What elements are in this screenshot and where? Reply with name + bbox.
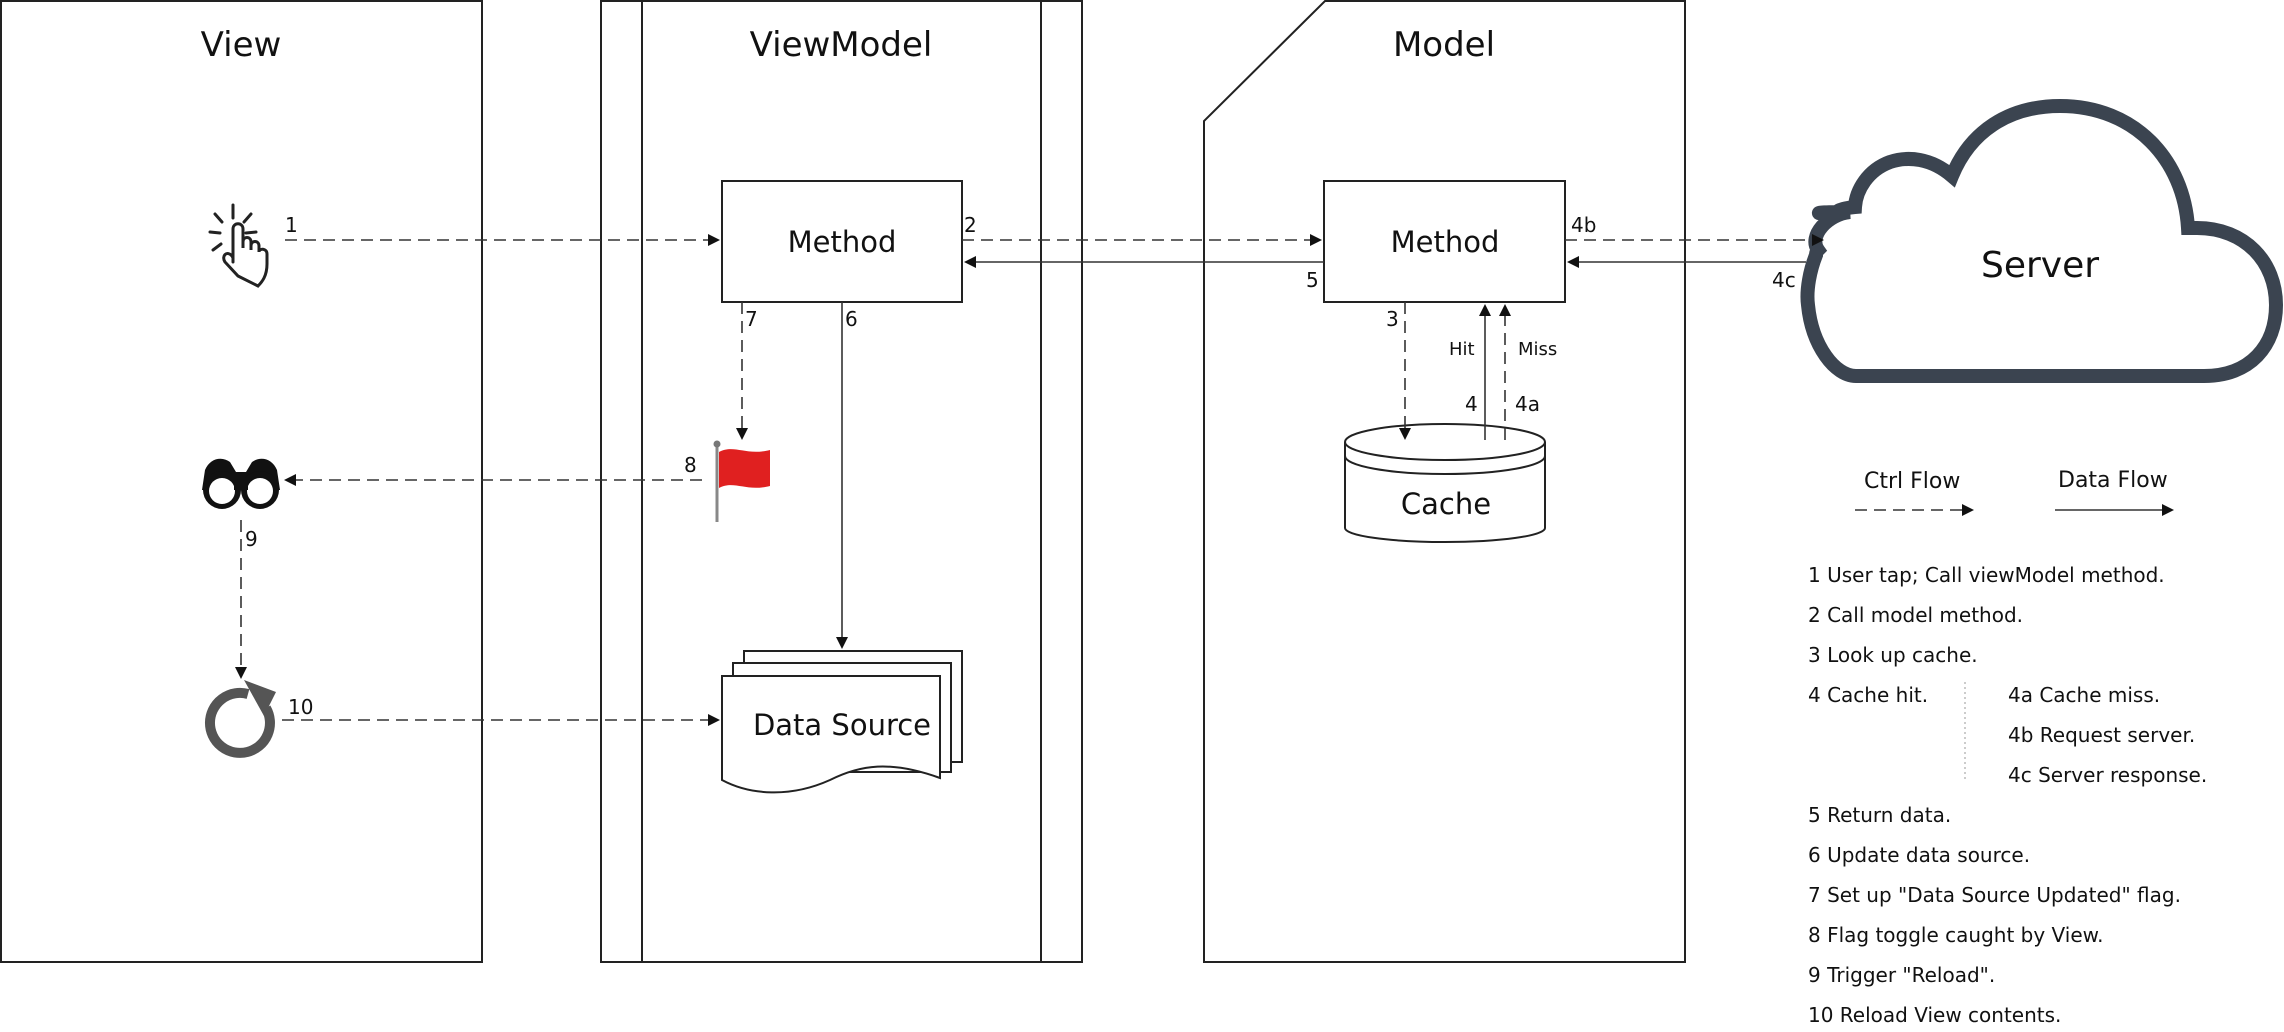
edge-label-4a: 4a (1515, 392, 1540, 416)
edge-label-4b: 4b (1571, 213, 1596, 237)
edge-label-10: 10 (288, 695, 313, 719)
viewmodel-lane-title: ViewModel (750, 25, 933, 65)
viewmodel-method-box (721, 180, 963, 303)
data-source-shape (721, 650, 963, 794)
edge-label-4: 4 (1465, 392, 1478, 416)
tap-gesture-icon (208, 203, 269, 288)
note-7: 7 Set up "Data Source Updated" flag. (1808, 883, 2181, 907)
note-10: 10 Reload View contents. (1808, 1003, 2061, 1027)
note-4: 4 Cache hit. (1808, 683, 1928, 707)
note-3: 3 Look up cache. (1808, 643, 1978, 667)
server-label: Server (1981, 245, 2099, 286)
edge-label-7: 7 (745, 307, 758, 331)
note-1: 1 User tap; Call viewModel method. (1808, 563, 2165, 587)
edge-label-9: 9 (245, 527, 258, 551)
edge-label-3: 3 (1386, 307, 1399, 331)
note-9: 9 Trigger "Reload". (1808, 963, 1995, 987)
edge-label-2: 2 (964, 213, 977, 237)
reload-icon (205, 680, 276, 758)
model-method-box (1323, 180, 1566, 303)
cache-label: Cache (1401, 487, 1491, 521)
model-method-label: Method (1391, 225, 1500, 259)
view-lane (0, 0, 483, 963)
step-notes: 1 User tap; Call viewModel method. 2 Cal… (1808, 563, 2207, 1027)
edge-label-8: 8 (684, 453, 697, 477)
server-cloud (1800, 98, 2284, 383)
edge-label-hit: Hit (1449, 339, 1475, 360)
edge-label-1: 1 (285, 213, 298, 237)
legend-ctrl-flow-label: Ctrl Flow (1864, 469, 1960, 494)
note-4a: 4a Cache miss. (2008, 683, 2160, 707)
view-lane-title: View (201, 25, 282, 65)
note-6: 6 Update data source. (1808, 843, 2030, 867)
note-4b: 4b Request server. (2008, 723, 2195, 747)
note-5: 5 Return data. (1808, 803, 1951, 827)
legend-data-flow-label: Data Flow (2058, 468, 2168, 493)
edge-label-4c: 4c (1772, 268, 1796, 292)
model-lane-title: Model (1393, 25, 1495, 65)
binoculars-icon (202, 458, 280, 509)
data-source-label: Data Source (753, 708, 931, 742)
model-lane (1203, 0, 1686, 963)
edge-label-miss: Miss (1518, 339, 1557, 360)
cache-cylinder (1344, 423, 1546, 543)
red-flag-icon (713, 440, 770, 522)
note-8: 8 Flag toggle caught by View. (1808, 923, 2104, 947)
viewmodel-method-label: Method (788, 225, 897, 259)
edge-label-6: 6 (845, 307, 858, 331)
viewmodel-lane (600, 0, 1083, 963)
note-2: 2 Call model method. (1808, 603, 2023, 627)
edge-label-5: 5 (1306, 268, 1319, 292)
note-4c: 4c Server response. (2008, 763, 2207, 787)
